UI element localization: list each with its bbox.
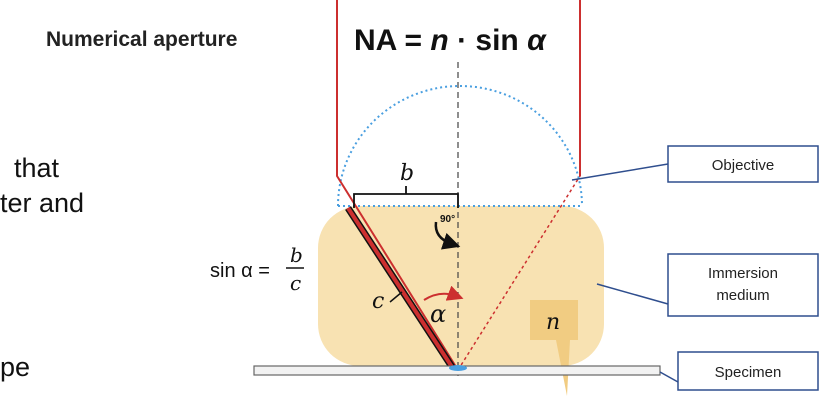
- left-marginal-ray: [336, 0, 459, 371]
- alpha-angle-arc: [423, 285, 464, 301]
- slide-text-fragment-2: ter and: [0, 188, 85, 218]
- slide-text-fragment-3: pe: [0, 352, 31, 382]
- immersion-callout-leader: [596, 283, 669, 305]
- specimen-callout: [677, 351, 819, 391]
- immersion-callout-line1: Immersion: [708, 265, 778, 282]
- right-angle-label: 90°: [440, 214, 455, 225]
- immersion-callout-line2: medium: [716, 287, 769, 304]
- objective-callout: [667, 145, 819, 183]
- c-label: c: [372, 289, 384, 314]
- specimen-callout-leader: [659, 371, 679, 383]
- slide-text-fragment-1: that: [14, 153, 60, 183]
- na-formula: NA = n · sin α: [354, 24, 547, 57]
- alpha-label: α: [430, 300, 446, 328]
- c-label-tick: [389, 291, 403, 303]
- sine-denominator: c: [290, 271, 301, 295]
- sine-relation-lhs: sin α =: [210, 260, 270, 282]
- objective-lens-outline: [337, 85, 583, 207]
- refractive-index-label: n: [546, 310, 560, 335]
- objective-callout-text: Objective: [712, 157, 775, 174]
- sine-numerator: b: [290, 243, 303, 267]
- right-angle-arc: [434, 221, 461, 250]
- hypotenuse-c: [346, 206, 456, 372]
- immersion-callout: [667, 253, 819, 317]
- b-label: b: [400, 161, 414, 186]
- objective-callout-leader: [571, 163, 669, 181]
- specimen-sample: [449, 365, 467, 371]
- specimen-callout-text: Specimen: [715, 364, 782, 381]
- diagram-title: Numerical aperture: [46, 28, 237, 51]
